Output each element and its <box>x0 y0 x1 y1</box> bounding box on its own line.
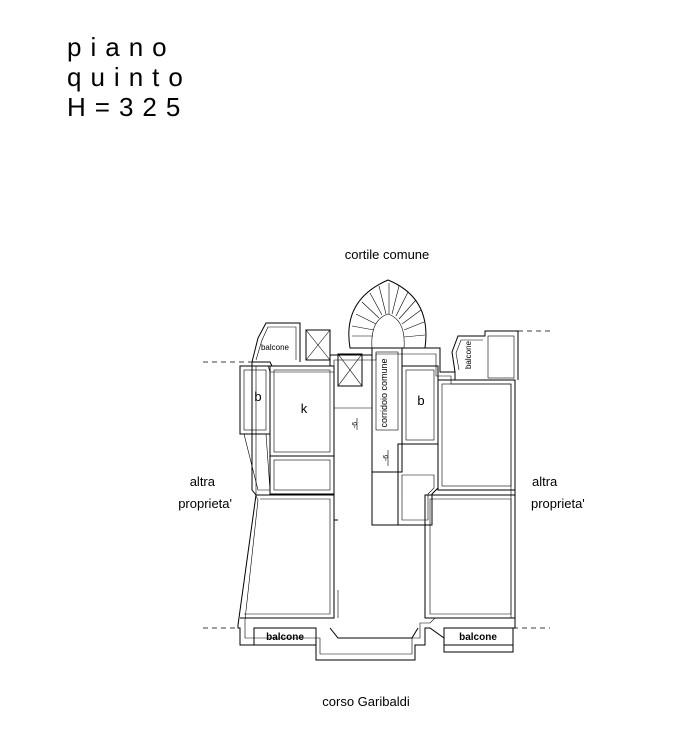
wall-recess-left <box>243 433 271 491</box>
label-level-mark-2: -6 <box>383 455 390 461</box>
title-line-quinto: quinto <box>67 62 192 92</box>
shaft-center <box>337 353 363 387</box>
label-corso-garibaldi: corso Garibaldi <box>322 694 410 709</box>
label-altra-right-2: proprieta' <box>531 496 585 511</box>
label-balcone-top-right: balcone <box>464 340 473 369</box>
hallway-wall-right <box>371 472 398 526</box>
label-level-mark-1: -6 <box>352 422 359 428</box>
title-line-height: H=325 <box>67 92 190 122</box>
label-balcone-bottom-left: balcone <box>266 632 304 643</box>
balcony-bottom-right <box>443 627 514 646</box>
outer-wall <box>237 347 516 661</box>
balcony-top-right <box>451 330 519 380</box>
label-altra-left-1: altra <box>190 474 216 489</box>
label-altra-right-1: altra <box>532 474 558 489</box>
room-right-lower <box>424 494 516 619</box>
balcony-top-left-inner <box>255 326 297 361</box>
room-below-kitchen <box>269 455 335 495</box>
balcony-bottom-left <box>253 627 317 646</box>
outer-wall-inner <box>244 353 512 655</box>
label-room-k: k <box>301 401 308 416</box>
label-cortile-comune: cortile comune <box>345 247 430 262</box>
title-line-piano: piano <box>67 32 176 62</box>
room-left-lower <box>240 494 335 619</box>
label-balcone-top-left: balcone <box>261 343 290 352</box>
shaft-left <box>305 329 331 361</box>
stair-treads <box>351 283 426 338</box>
label-room-b-left: b <box>254 389 261 404</box>
front-bay <box>329 627 419 639</box>
balcony-top-right-closet <box>487 335 515 379</box>
label-balcone-bottom-right: balcone <box>459 632 497 643</box>
label-altra-left-2: proprieta' <box>178 496 232 511</box>
staircase <box>348 279 427 349</box>
staircase-core <box>371 313 405 349</box>
hallway-wall-left <box>333 408 338 521</box>
label-corridoio-comune: corridoio comune <box>379 358 389 427</box>
balcony-top-right-inner <box>455 339 483 371</box>
room-right-upper <box>437 379 516 491</box>
room-closet-right <box>397 443 439 526</box>
label-room-b-right: b <box>417 393 424 408</box>
corridor-inner <box>375 351 399 431</box>
balcony-top-left <box>251 322 301 363</box>
